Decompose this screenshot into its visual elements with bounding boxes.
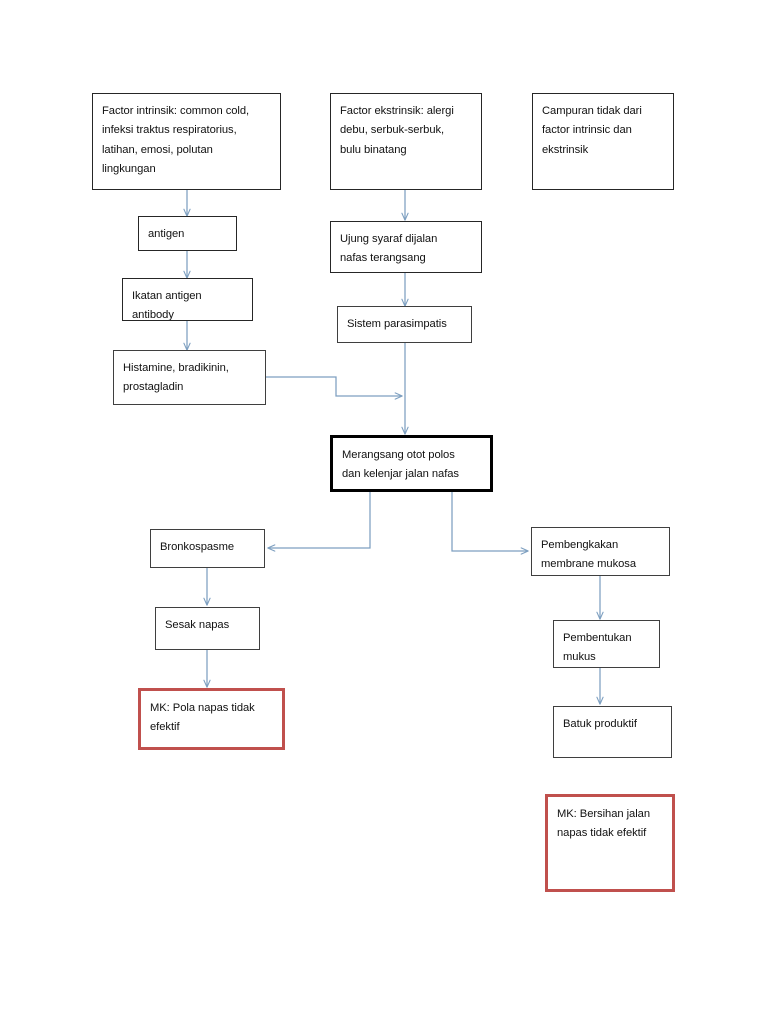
node-ikatan-antigen-antibody[interactable]: Ikatan antigen antibody	[122, 278, 253, 321]
node-mk-pola-napas[interactable]: MK: Pola napas tidak efektif	[138, 688, 285, 750]
node-campuran[interactable]: Campuran tidak dari factor intrinsic dan…	[532, 93, 674, 190]
node-pembengkakan-membrane[interactable]: Pembengkakan membrane mukosa	[531, 527, 670, 576]
connector-merangsang-to-bronkospasme	[267, 492, 371, 552]
node-histamine[interactable]: Histamine, bradikinin, prostagladin	[113, 350, 266, 405]
node-merangsang-otot-polos[interactable]: Merangsang otot polos dan kelenjar jalan…	[330, 435, 493, 492]
connector-histamine-to-merangsang	[266, 376, 403, 400]
node-batuk-produktif[interactable]: Batuk produktif	[553, 706, 672, 758]
node-factor-ekstrinsik[interactable]: Factor ekstrinsik: alergi debu, serbuk-s…	[330, 93, 482, 190]
node-mk-bersihan-jalan-napas[interactable]: MK: Bersihan jalan napas tidak efektif	[545, 794, 675, 892]
node-sesak-napas[interactable]: Sesak napas	[155, 607, 260, 650]
node-ujung-syaraf[interactable]: Ujung syaraf dijalan nafas terangsang	[330, 221, 482, 273]
node-antigen[interactable]: antigen	[138, 216, 237, 251]
node-factor-intrinsik[interactable]: Factor intrinsik: common cold, infeksi t…	[92, 93, 281, 190]
node-sistem-parasimpatis[interactable]: Sistem parasimpatis	[337, 306, 472, 343]
node-pembentukan-mukus[interactable]: Pembentukan mukus	[553, 620, 660, 668]
connector-merangsang-to-pembengkakan	[451, 492, 529, 555]
node-bronkospasme[interactable]: Bronkospasme	[150, 529, 265, 568]
